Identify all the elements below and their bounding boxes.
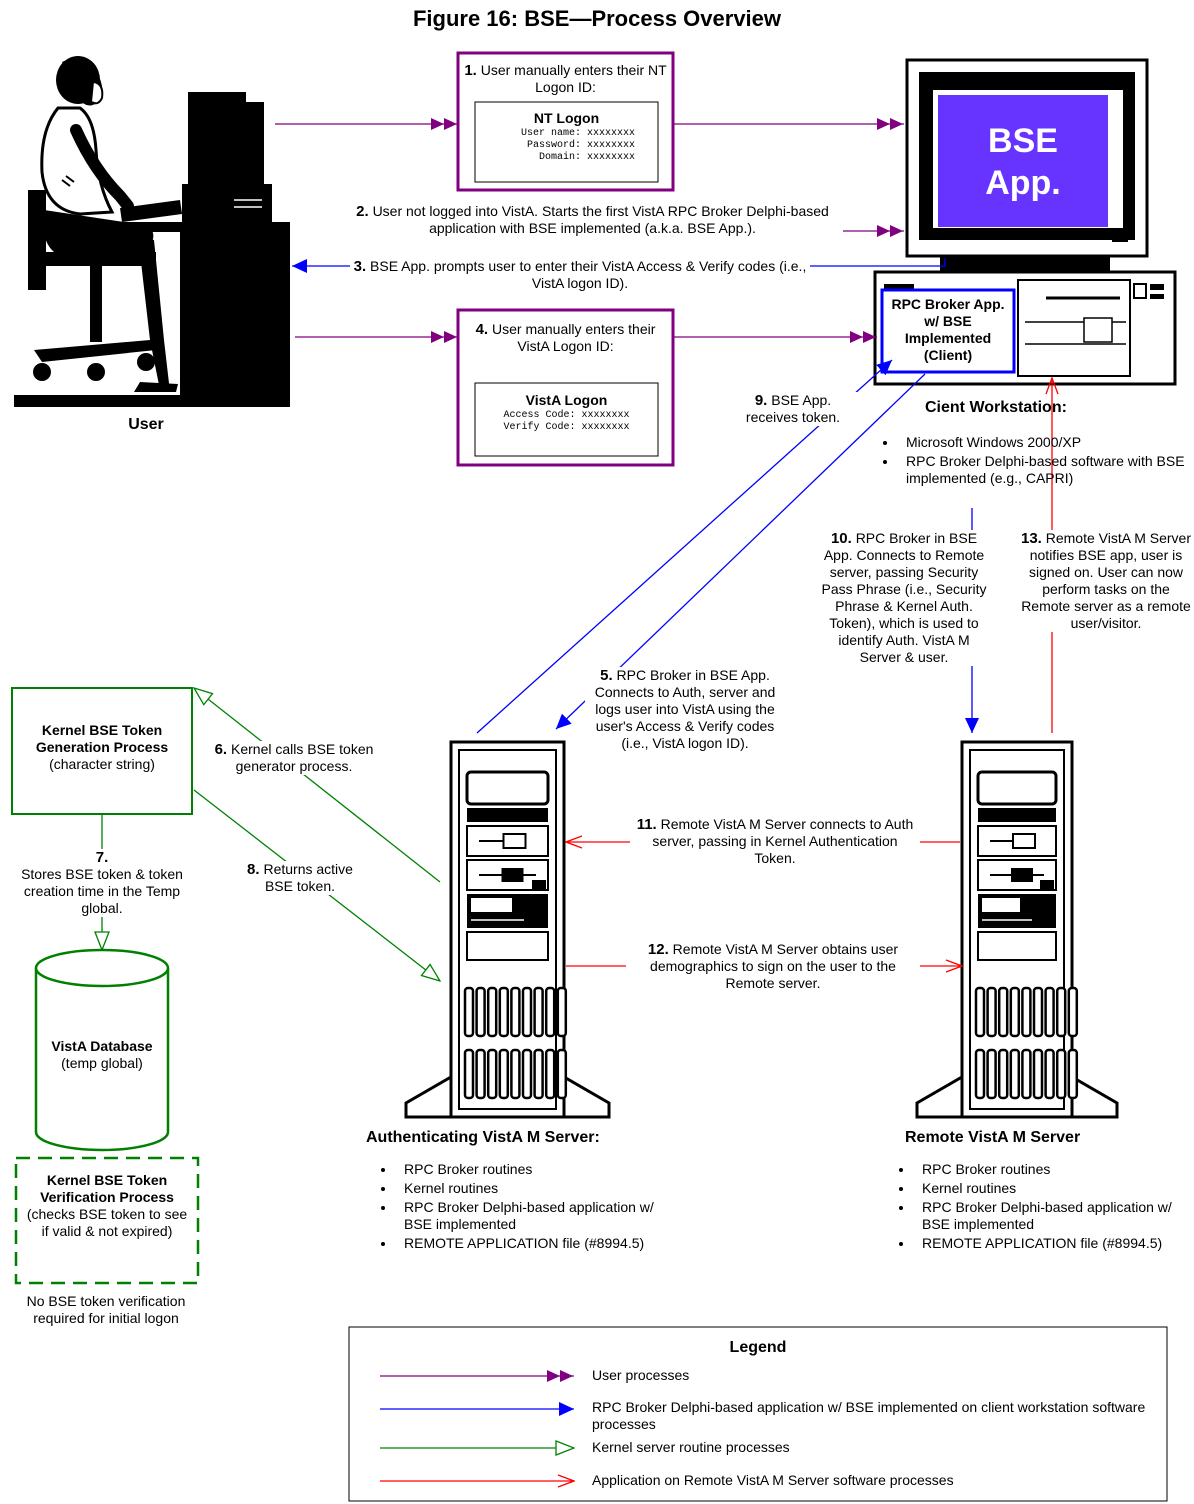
step12-text: 12. Remote VistA M Server obtains user d… — [626, 941, 920, 992]
kernel-token-verification-box — [14, 1156, 200, 1285]
vista-database-sub: (temp global) — [61, 1055, 143, 1071]
auth-server-title: Authenticating VistA M Server: — [366, 1129, 600, 1146]
step5-text: 5. RPC Broker in BSE App. Connects to Au… — [585, 667, 785, 752]
client-workstation-list: Microsoft Windows 2000/XP RPC Broker Del… — [872, 434, 1194, 489]
nt-logon-content: NT Logon User name: xxxxxxxx Password: x… — [476, 110, 657, 164]
legend-label-user: User processes — [592, 1367, 690, 1383]
nt-logon-line: Password: xxxxxxxx — [526, 140, 635, 151]
step11-text: 11. Remote VistA M Server connects to Au… — [630, 816, 920, 867]
kernel-token-verification-sub: (checks BSE token to see if valid & not … — [26, 1206, 188, 1239]
remote-server-list: RPC Broker routines Kernel routines RPC … — [888, 1161, 1184, 1254]
remote-server-item: Kernel routines — [914, 1180, 1184, 1197]
remote-server-illustration — [915, 740, 1119, 1119]
user-label: User — [128, 416, 164, 433]
step7-text: 7. Stores BSE token & token creation tim… — [6, 849, 198, 917]
step1-text: 1. User manually enters their NT Logon I… — [464, 62, 667, 95]
legend-title: Legend — [729, 1339, 787, 1356]
remote-server-item: RPC Broker Delphi-based application w/ B… — [914, 1199, 1184, 1233]
rpc-broker-client-box — [880, 288, 1016, 374]
step6-text: 6. Kernel calls BSE token generator proc… — [214, 741, 374, 775]
kernel-token-generation-sub: (character string) — [49, 756, 155, 772]
monitor-screen — [938, 95, 1108, 227]
vista-database-title: VistA Database — [51, 1038, 153, 1054]
step10-text: 10. RPC Broker in BSE App. Connects to R… — [816, 530, 992, 666]
auth-server-item: Kernel routines — [396, 1180, 656, 1197]
auth-server-item: RPC Broker routines — [396, 1161, 656, 1178]
nt-logon-line: User name: xxxxxxxx — [520, 128, 635, 139]
kernel-token-verification-title: Kernel BSE Token Verification Process — [40, 1172, 174, 1205]
nt-logon-title: NT Logon — [533, 110, 600, 126]
monitor-bse-app-label: BSE App. — [985, 122, 1061, 202]
client-workstation-title: Cient Workstation: — [925, 399, 1067, 416]
step8-text: 8. Returns active BSE token. — [244, 861, 356, 895]
legend-label-remote: Application on Remote VistA M Server sof… — [592, 1472, 954, 1488]
no-verification-note: No BSE token verification required for i… — [26, 1293, 186, 1326]
legend-label-client: RPC Broker Delphi-based application w/ B… — [592, 1399, 1146, 1432]
step13-text: 13. Remote VistA M Server notifies BSE a… — [1020, 530, 1192, 632]
legend-box — [348, 1326, 1168, 1502]
authenticating-server-illustration — [404, 740, 611, 1119]
user-illustration — [14, 56, 290, 407]
auth-server-item: REMOTE APPLICATION file (#8994.5) — [396, 1235, 656, 1252]
rpc-broker-client-label: RPC Broker App. w/ BSE Implemented (Clie… — [891, 296, 1005, 363]
step3-text: 3. BSE App. prompts user to enter their … — [350, 258, 810, 292]
vista-logon-content: VistA Logon Access Code: xxxxxxxx Verify… — [476, 392, 657, 434]
figure-title: Figure 16: BSE—Process Overview — [412, 6, 782, 31]
legend-label-kernel: Kernel server routine processes — [592, 1439, 790, 1455]
step4-text: 4. User manually enters their VistA Logo… — [475, 321, 656, 354]
auth-server-list: RPC Broker routines Kernel routines RPC … — [370, 1161, 656, 1254]
remote-server-item: REMOTE APPLICATION file (#8994.5) — [914, 1235, 1184, 1252]
auth-server-item: RPC Broker Delphi-based application w/ B… — [396, 1199, 656, 1233]
arrow-auth-to-kernel-step6 — [194, 688, 441, 883]
vista-database-content: VistA Database (temp global) — [36, 1038, 168, 1072]
nt-logon-line: Domain: xxxxxxxx — [538, 152, 635, 163]
vista-logon-title: VistA Logon — [525, 392, 608, 408]
vista-logon-line: Verify Code: xxxxxxxx — [503, 422, 630, 433]
remote-server-title: Remote VistA M Server — [905, 1129, 1081, 1146]
kernel-token-generation-title: Kernel BSE Token Generation Process — [35, 722, 169, 755]
client-item: RPC Broker Delphi-based software with BS… — [898, 453, 1194, 487]
step9-text: 9. BSE App. receives token. — [728, 392, 858, 426]
nt-logon-box — [474, 101, 659, 183]
kernel-token-generation-content: Kernel BSE Token Generation Process (cha… — [16, 722, 188, 773]
vista-logon-line: Access Code: xxxxxxxx — [503, 410, 630, 421]
client-item: Microsoft Windows 2000/XP — [898, 434, 1194, 451]
kernel-token-verification-content: Kernel BSE Token Verification Process (c… — [24, 1172, 190, 1240]
remote-server-item: RPC Broker routines — [914, 1161, 1184, 1178]
step2-text: 2. User not logged into VistA. Starts th… — [356, 203, 829, 236]
vista-logon-box — [474, 382, 659, 457]
vista-database-cylinder — [34, 948, 170, 1152]
